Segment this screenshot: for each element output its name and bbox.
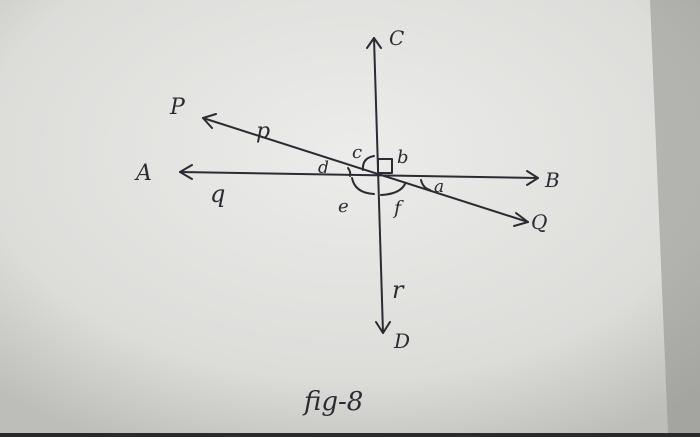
arrowhead-a xyxy=(179,164,193,180)
angle-mark-e xyxy=(351,177,375,195)
right-angle-mark-b xyxy=(377,158,393,174)
label-point-q: Q xyxy=(531,210,547,234)
label-point-c: C xyxy=(389,26,404,50)
line-cd xyxy=(373,37,384,334)
arrowhead-c xyxy=(366,37,382,49)
angle-mark-a xyxy=(420,179,431,191)
label-line-q: q xyxy=(210,180,225,208)
line-ab xyxy=(179,171,539,179)
arrowhead-q xyxy=(513,212,529,227)
figure-caption: fig-8 xyxy=(302,387,363,417)
label-angle-f: f xyxy=(392,197,404,219)
label-point-a: A xyxy=(134,161,152,186)
line-pq xyxy=(202,117,529,223)
label-point-b: B xyxy=(544,168,560,192)
label-angle-a: a xyxy=(434,177,444,197)
label-line-p: p xyxy=(256,119,270,144)
label-line-r: r xyxy=(392,276,405,304)
angle-mark-f xyxy=(380,183,406,196)
label-angle-e: e xyxy=(338,196,349,217)
label-point-p: P xyxy=(169,95,186,120)
table-edge xyxy=(650,0,700,433)
label-point-d: D xyxy=(393,329,410,353)
arrowhead-d xyxy=(375,321,391,334)
arrowhead-b xyxy=(526,170,539,186)
angle-mark-c xyxy=(361,155,375,171)
label-angle-c: c xyxy=(352,142,362,163)
label-angle-b: b xyxy=(397,147,409,168)
angle-mark-d xyxy=(347,167,352,177)
arrowhead-p xyxy=(202,113,217,129)
label-angle-d: d xyxy=(318,158,329,178)
